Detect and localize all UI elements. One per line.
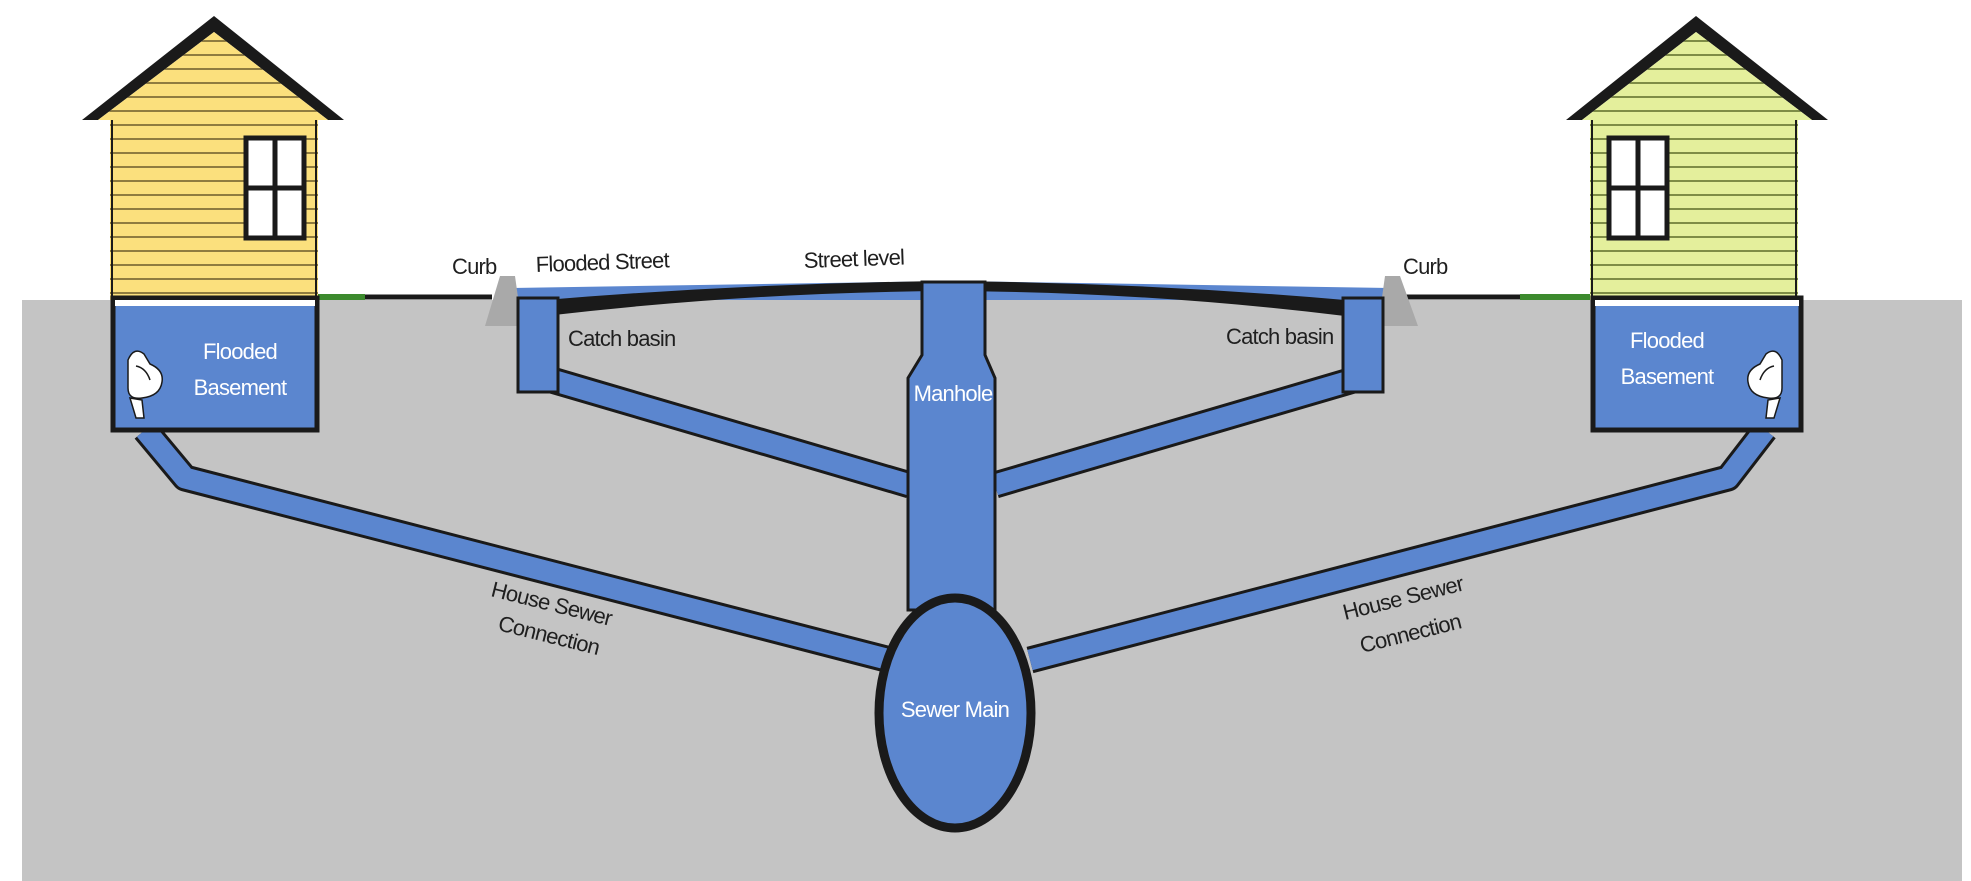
house-right <box>1566 16 1828 433</box>
manhole-label: Manhole <box>914 381 993 406</box>
curb-right <box>1378 276 1418 326</box>
house-left-window <box>243 135 307 241</box>
house-left-roof <box>82 16 344 120</box>
flooded-basement-left-label-line1: Flooded <box>203 339 277 364</box>
flooded-street-label: Flooded Street <box>535 247 670 277</box>
toilet-icon <box>1747 350 1783 419</box>
catch-basin-pipe-left <box>541 365 914 498</box>
house-left <box>82 16 344 433</box>
catch-basin-left <box>516 296 560 394</box>
catch-basin-right-label: Catch basin <box>1226 324 1333 349</box>
flooded-basement-left-label-line2: Basement <box>194 375 287 400</box>
street-level-label: Street level <box>803 245 904 273</box>
catch-basin-right <box>1341 296 1385 394</box>
flooded-basement-right-label-line1: Flooded <box>1630 328 1704 353</box>
catch-basin-left-label: Catch basin <box>568 326 675 351</box>
house-sewer-pipe-left <box>134 421 894 674</box>
street-surface <box>545 281 1345 316</box>
catch-basin-pipe-right <box>991 365 1364 498</box>
house-right-window <box>1606 135 1670 241</box>
curb-left-label: Curb <box>452 254 497 279</box>
house-sewer-pipe-right <box>1026 421 1776 674</box>
curb-left <box>485 276 522 326</box>
sewer-main-label: Sewer Main <box>901 697 1009 722</box>
curb-right-label: Curb <box>1403 254 1448 279</box>
manhole <box>906 280 997 612</box>
sewer-main <box>874 593 1036 833</box>
toilet-icon <box>127 350 163 419</box>
house-right-roof <box>1566 16 1828 120</box>
flooded-basement-right-label-line2: Basement <box>1621 364 1714 389</box>
